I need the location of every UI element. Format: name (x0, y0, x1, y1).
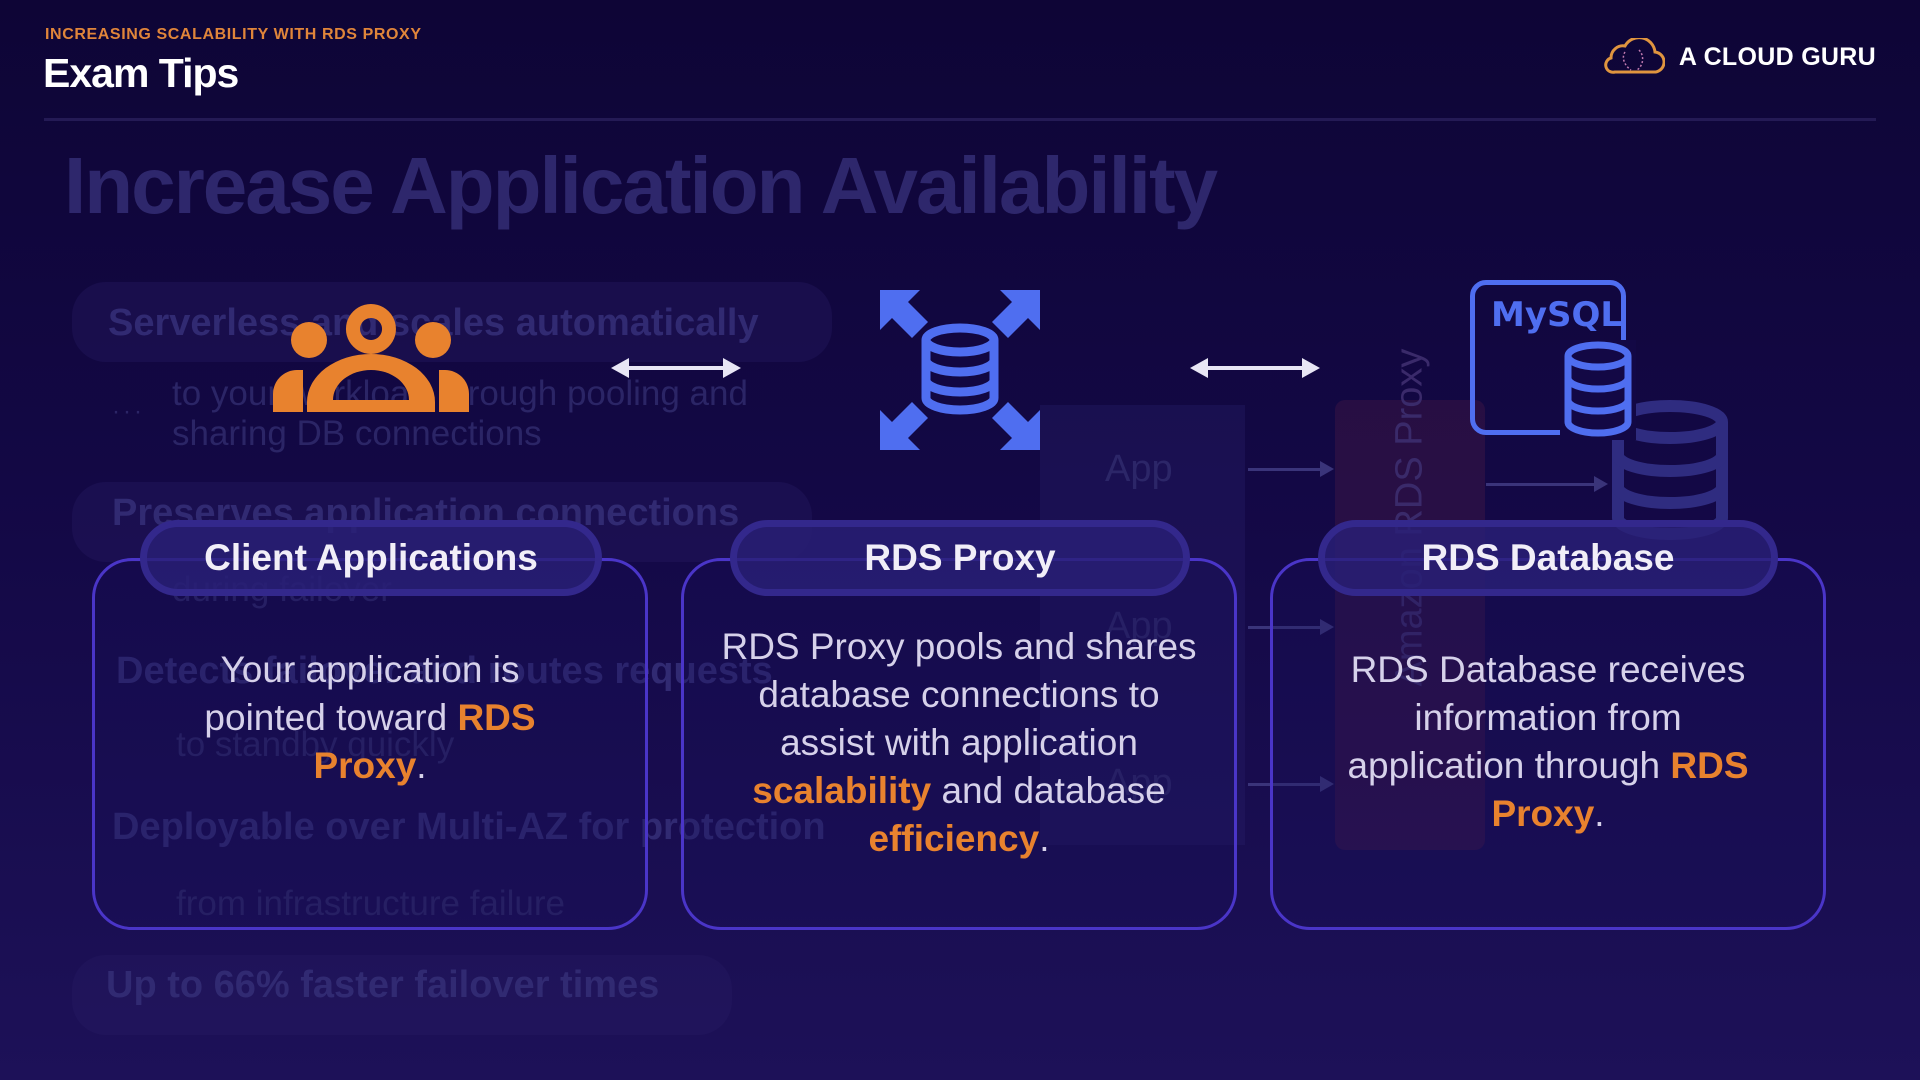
ghost-app-column (1040, 405, 1245, 845)
ghost-app-label: App (1105, 448, 1173, 490)
ghost-slide-title: Increase Application Availability (64, 141, 1218, 230)
cloud-logo-icon (1604, 38, 1665, 74)
users-group-icon (273, 304, 469, 412)
ghost-app-label: App (1105, 605, 1173, 647)
card-title-rds-proxy: RDS Proxy (730, 520, 1190, 596)
card-title-client-applications: Client Applications (140, 520, 602, 596)
ghost-dots: ··· (112, 398, 145, 425)
ghost-point-detail: from infrastructure failure (176, 884, 566, 923)
ghost-point-box (72, 955, 732, 1035)
bidirectional-arrow (611, 358, 741, 378)
brand-logo: A CLOUD GURU (1603, 38, 1876, 76)
rds-proxy-icon (880, 290, 1040, 450)
card-description: RDS Database receives information from a… (1347, 649, 1749, 834)
page-title: Exam Tips (43, 50, 239, 96)
card-description: RDS Proxy pools and shares database conn… (721, 626, 1197, 859)
mysql-label: MySQL (1491, 295, 1623, 335)
ghost-app-label: App (1105, 762, 1173, 804)
ghost-point-box (72, 282, 832, 362)
ghost-arrow (1486, 476, 1608, 492)
highlight-rds-proxy: RDS Proxy (1491, 745, 1749, 834)
card-rds-database: RDS Database receives information from a… (1270, 558, 1826, 930)
ghost-point-detail: sharing DB connections (172, 414, 542, 453)
ghost-point-heading: Detects failover and routes requests (116, 650, 773, 692)
highlight-efficiency: efficiency (868, 818, 1040, 859)
ghost-proxy-box (1335, 400, 1485, 850)
ghost-point-heading: Deployable over Multi-AZ for protection (112, 806, 826, 848)
bidirectional-arrow (1190, 358, 1320, 378)
brand-name: A CLOUD GURU (1678, 42, 1876, 71)
card-client-applications: Your application is pointed toward RDS P… (92, 558, 648, 930)
card-rds-proxy: RDS Proxy pools and shares database conn… (681, 558, 1237, 930)
card-description: Your application is pointed toward RDS P… (204, 649, 536, 786)
card-title-rds-database: RDS Database (1318, 520, 1778, 596)
ghost-point-heading: Up to 66% faster failover times (106, 964, 660, 1006)
ghost-point-detail: to standby quickly (176, 725, 455, 764)
ghost-arrow (1248, 461, 1334, 477)
section-kicker: INCREASING SCALABILITY WITH RDS PROXY (45, 26, 422, 43)
database-cylinder-icon (1560, 340, 1636, 440)
ghost-arrow (1248, 619, 1334, 635)
ghost-arrow (1248, 776, 1334, 792)
highlight-scalability: scalability (752, 770, 932, 811)
highlight-rds-proxy: RDS Proxy (313, 697, 536, 786)
header-divider (44, 118, 1876, 121)
